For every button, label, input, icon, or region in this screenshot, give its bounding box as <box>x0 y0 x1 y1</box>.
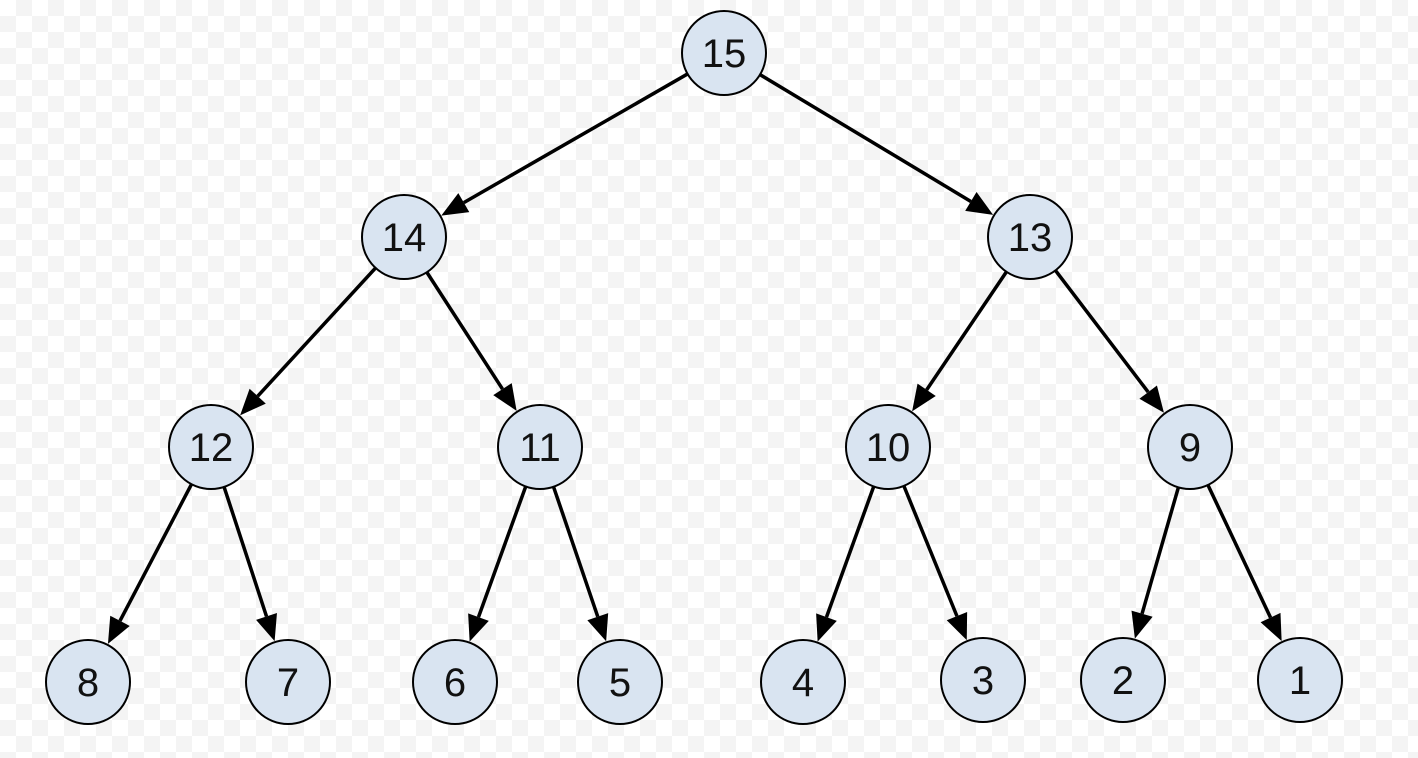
edge-n10-n3 <box>902 485 968 641</box>
edge-line <box>256 266 377 398</box>
edge-n12-n8 <box>107 483 194 644</box>
edge-line <box>759 73 972 203</box>
node-circle <box>577 639 663 725</box>
arrowhead-icon <box>965 192 994 215</box>
node-label: 5 <box>609 661 631 705</box>
arrowhead-icon <box>912 383 936 412</box>
node-circle <box>1257 637 1343 723</box>
tree-node-7: 7 <box>245 639 331 725</box>
node-label: 9 <box>1179 426 1201 470</box>
node-circle <box>940 637 1026 723</box>
nodes-layer: 15 14 13 12 11 10 9 8 7 6 5 4 3 2 1 <box>45 10 1343 725</box>
node-label: 15 <box>702 32 747 76</box>
arrowhead-icon <box>587 613 609 642</box>
node-label: 6 <box>444 661 466 705</box>
arrowhead-icon <box>1260 612 1282 642</box>
arrowhead-icon <box>1139 385 1164 413</box>
node-circle <box>412 639 498 725</box>
arrowhead-icon <box>240 388 266 416</box>
node-circle <box>245 639 331 725</box>
tree-node-1: 1 <box>1257 637 1343 723</box>
edge-line <box>476 485 528 618</box>
edge-line <box>462 72 689 205</box>
edge-n14-n11 <box>425 271 517 411</box>
edge-line <box>1206 484 1273 619</box>
tree-node-6: 6 <box>412 639 498 725</box>
tree-node-9: 9 <box>1147 404 1233 490</box>
edge-n11-n6 <box>468 485 528 642</box>
edge-line <box>118 483 194 622</box>
tree-node-10: 10 <box>845 404 931 490</box>
edge-line <box>925 270 1008 391</box>
tree-node-3: 3 <box>940 637 1026 723</box>
node-label: 1 <box>1289 659 1311 703</box>
tree-node-4: 4 <box>760 639 846 725</box>
edge-n13-n10 <box>912 270 1008 412</box>
node-label: 13 <box>1008 216 1053 260</box>
arrowhead-icon <box>468 613 489 642</box>
edge-n12-n7 <box>222 486 277 642</box>
edge-n13-n9 <box>1054 269 1164 413</box>
edge-n15-n13 <box>759 73 994 215</box>
edge-n10-n4 <box>816 485 876 642</box>
arrowhead-icon <box>107 615 130 644</box>
node-label: 4 <box>792 661 814 705</box>
node-circle <box>760 639 846 725</box>
tree-node-5: 5 <box>577 639 663 725</box>
edge-line <box>1054 269 1150 394</box>
node-label: 3 <box>972 659 994 703</box>
node-label: 10 <box>866 426 911 470</box>
node-label: 7 <box>277 661 299 705</box>
tree-node-8: 8 <box>45 639 131 725</box>
node-circle <box>168 404 254 490</box>
node-label: 8 <box>77 661 99 705</box>
node-label: 11 <box>519 426 561 470</box>
tree-node-14: 14 <box>361 194 447 280</box>
arrowhead-icon <box>1131 610 1153 639</box>
edge-line <box>1140 486 1181 615</box>
tree-node-12: 12 <box>168 404 254 490</box>
arrowhead-icon <box>816 613 837 642</box>
tree-node-15: 15 <box>681 10 767 96</box>
node-circle <box>497 404 583 490</box>
node-circle <box>1147 404 1233 490</box>
edge-n9-n1 <box>1206 484 1282 642</box>
arrowhead-icon <box>256 613 277 642</box>
edge-n15-n14 <box>441 72 689 216</box>
edge-line <box>902 485 959 617</box>
node-circle <box>845 404 931 490</box>
arrowhead-icon <box>441 193 470 216</box>
edges-layer <box>107 72 1282 644</box>
node-circle <box>45 639 131 725</box>
edge-line <box>824 485 876 618</box>
arrowhead-icon <box>493 383 517 411</box>
node-circle <box>987 194 1073 280</box>
edge-line <box>425 271 504 391</box>
tree-node-13: 13 <box>987 194 1073 280</box>
node-circle <box>361 194 447 280</box>
arrowhead-icon <box>946 611 968 641</box>
edge-n11-n5 <box>551 486 609 642</box>
tree-node-11: 11 <box>497 404 583 490</box>
tree-node-2: 2 <box>1080 637 1166 723</box>
edge-n14-n12 <box>240 266 377 416</box>
node-label: 12 <box>189 426 234 470</box>
node-label: 2 <box>1112 659 1134 703</box>
edge-n9-n2 <box>1131 486 1181 639</box>
edge-line <box>222 486 269 617</box>
node-label: 14 <box>382 216 427 260</box>
node-circle <box>681 10 767 96</box>
node-circle <box>1080 637 1166 723</box>
edge-line <box>551 486 600 618</box>
